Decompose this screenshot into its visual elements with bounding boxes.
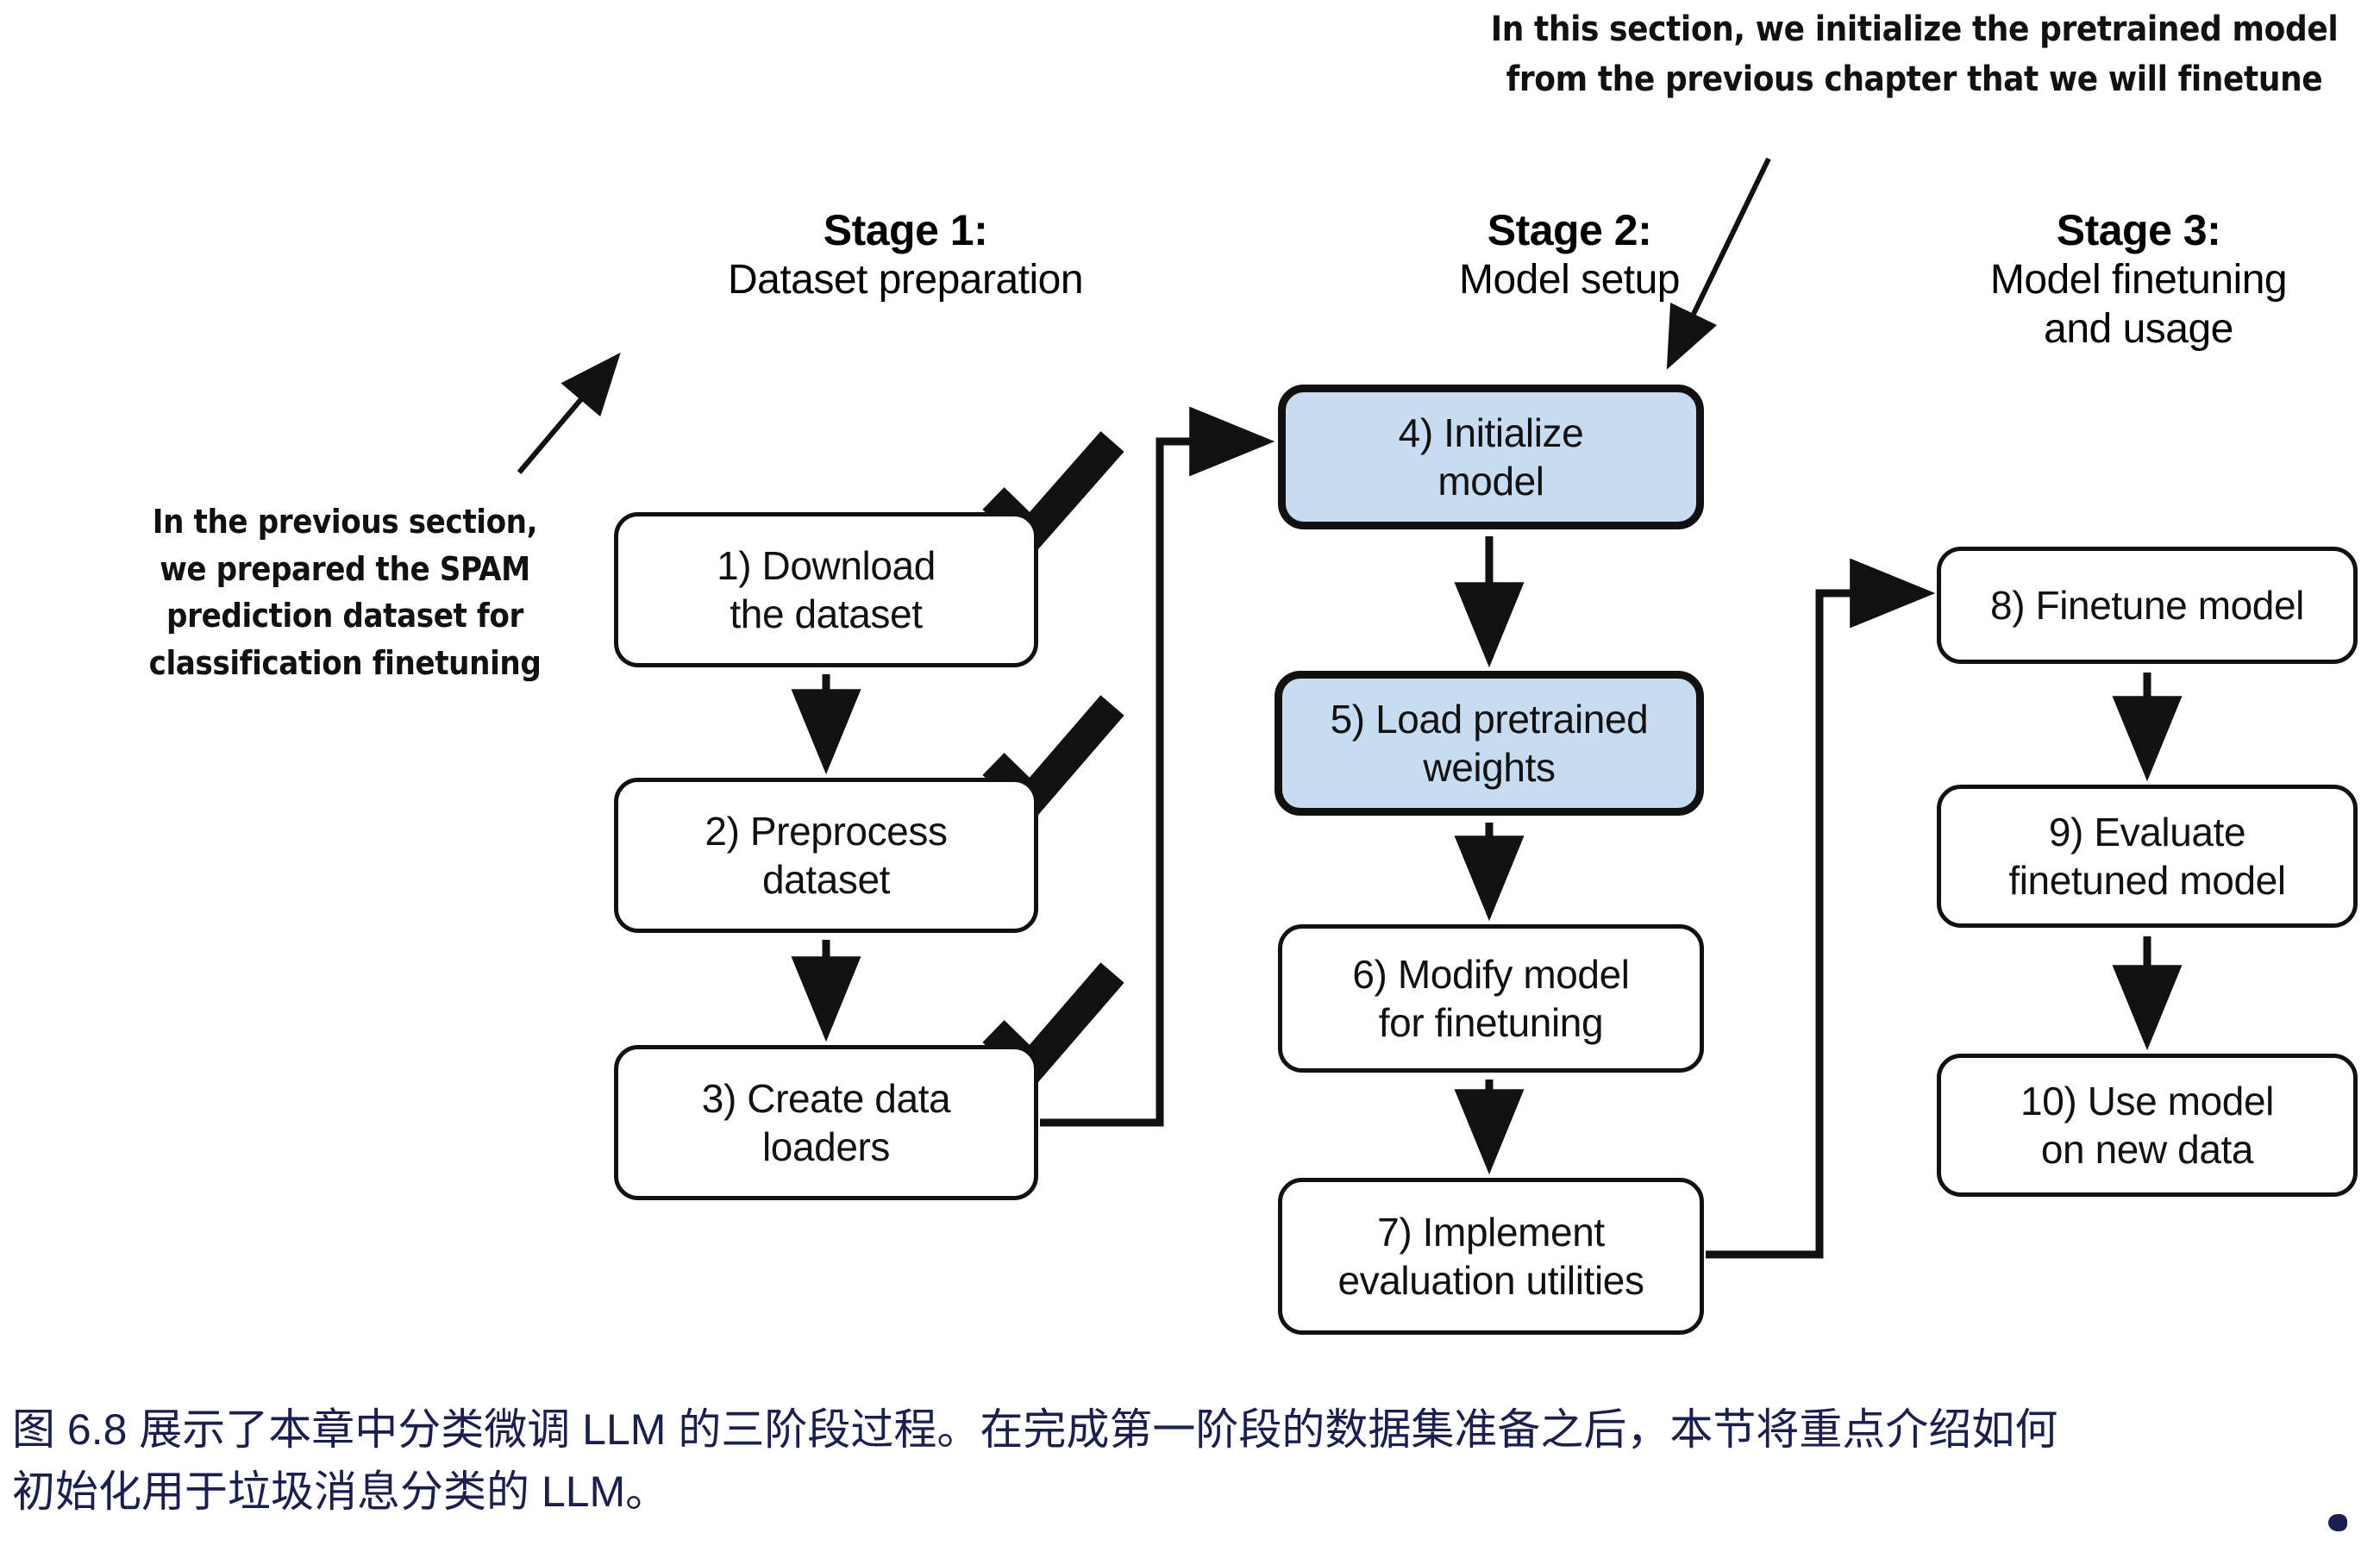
stage-header-1: Stage 1: Dataset preparation xyxy=(604,205,1207,305)
node-use-model-on-new-data[interactable]: 10) Use model on new data xyxy=(1937,1054,2358,1197)
node-download-the-dataset[interactable]: 1) Download the dataset xyxy=(614,512,1038,667)
annotation-arrow-left xyxy=(517,352,621,474)
node-n6-line1: 6) Modify model xyxy=(1352,951,1630,997)
stage-2-title: Stage 2: xyxy=(1487,206,1652,254)
node-n3-line2: loaders xyxy=(761,1124,891,1169)
edge-n7-n8 xyxy=(1706,558,1936,1259)
stage-3-subtitle-line1: Model finetuning xyxy=(1989,257,2288,303)
node-n8-line1: 8) Finetune model xyxy=(1990,582,2304,628)
annotation-left-line4: classification finetuning xyxy=(148,644,542,683)
annotation-left-line3: prediction dataset for xyxy=(166,597,523,635)
node-n4-line1: 4) Initialize xyxy=(1398,410,1584,455)
annotation-top-line2: from the previous chapter that we will f… xyxy=(1506,59,2323,99)
node-n9-line2: finetuned model xyxy=(2008,858,2286,903)
node-finetune-model[interactable]: 8) Finetune model xyxy=(1937,547,2358,664)
node-n3-line1: 3) Create data xyxy=(701,1075,951,1121)
node-n2-line2: dataset xyxy=(761,857,891,902)
node-n7-line2: evaluation utilities xyxy=(1337,1258,1644,1303)
annotation-left-line1: In the previous section, xyxy=(152,503,538,541)
node-create-data-loaders[interactable]: 3) Create data loaders xyxy=(614,1045,1038,1200)
node-n6-line2: for finetuning xyxy=(1378,1000,1604,1045)
node-preprocess-dataset[interactable]: 2) Preprocess dataset xyxy=(614,778,1038,933)
figure-caption: 图 6.8 展示了本章中分类微调 LLM 的三阶段过程。在完成第一阶段的数据集准… xyxy=(12,1399,2366,1523)
annotation-top-line1: In this section, we initialize the pretr… xyxy=(1490,9,2339,49)
annotation-left-line2: we prepared the SPAM xyxy=(160,549,530,588)
cursor-dot xyxy=(2328,1514,2347,1531)
node-n2-line1: 2) Preprocess xyxy=(705,808,948,854)
node-n5-line1: 5) Load pretrained xyxy=(1330,696,1649,742)
stage-1-subtitle: Dataset preparation xyxy=(727,257,1084,303)
node-n10-line2: on new data xyxy=(2040,1127,2254,1172)
node-initialize-model[interactable]: 4) Initialize model xyxy=(1278,385,1704,529)
node-evaluate-finetuned-model[interactable]: 9) Evaluate finetuned model xyxy=(1937,785,2358,928)
node-n1-line1: 1) Download xyxy=(717,542,936,588)
stage-2-subtitle: Model setup xyxy=(1459,257,1681,303)
caption-line-1: 图 6.8 展示了本章中分类微调 LLM 的三阶段过程。在完成第一阶段的数据集准… xyxy=(12,1405,2058,1454)
node-n7-line1: 7) Implement xyxy=(1377,1209,1605,1255)
node-modify-model-for-finetuning[interactable]: 6) Modify model for finetuning xyxy=(1278,924,1704,1073)
node-n4-line2: model xyxy=(1437,459,1544,504)
node-n10-line1: 10) Use model xyxy=(2020,1078,2274,1123)
node-n1-line2: the dataset xyxy=(730,591,923,636)
node-n9-line1: 9) Evaluate xyxy=(2048,809,2246,854)
annotation-top: In this section, we initialize the pretr… xyxy=(1466,5,2363,104)
annotation-left: In the previous section, we prepared the… xyxy=(121,498,569,687)
stage-3-subtitle-line2: and usage xyxy=(2044,305,2233,352)
stage-header-3: Stage 3: Model finetuning and usage xyxy=(1897,205,2380,354)
caption-line-2: 初始化用于垃圾消息分类的 LLM。 xyxy=(12,1468,669,1516)
node-implement-evaluation-utilities[interactable]: 7) Implement evaluation utilities xyxy=(1278,1178,1704,1335)
edge-n3-n4 xyxy=(1040,406,1275,1127)
node-n5-line2: weights xyxy=(1423,745,1556,790)
stage-3-title: Stage 3: xyxy=(2056,206,2221,254)
node-load-pretrained-weights[interactable]: 5) Load pretrained weights xyxy=(1275,671,1704,816)
stage-1-title: Stage 1: xyxy=(823,206,988,254)
stage-header-2: Stage 2: Model setup xyxy=(1345,205,1794,305)
